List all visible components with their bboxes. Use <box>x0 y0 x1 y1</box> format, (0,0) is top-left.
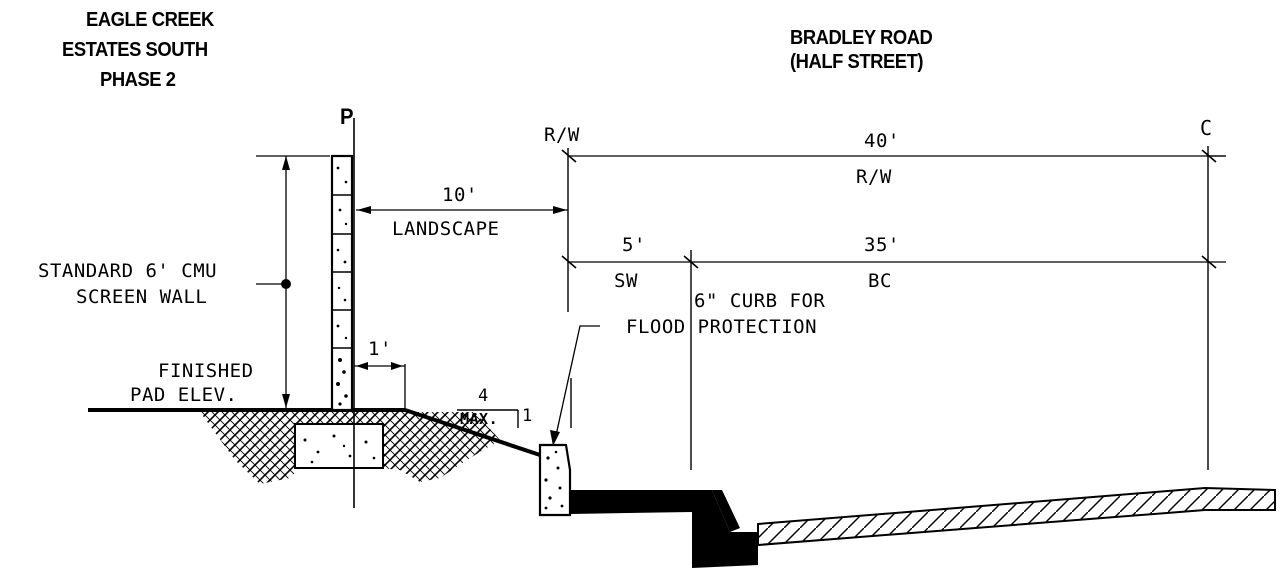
slope-rise: 4 <box>478 386 489 406</box>
title-left-line3: PHASE 2 <box>100 69 176 91</box>
curb-callout-line1: 6" CURB FOR <box>694 290 826 312</box>
landscape-dimension <box>356 206 568 214</box>
cmu-wall <box>330 154 354 412</box>
landscape-label: LANDSCAPE <box>392 218 500 240</box>
row-dimension <box>561 146 1226 470</box>
row-width-label: 40' <box>864 130 900 152</box>
wall-height-dimension <box>256 155 330 408</box>
pavement <box>757 486 1276 547</box>
property-line-marker: P <box>340 104 354 129</box>
wall-footing <box>294 423 384 469</box>
sidewalk-width-label: 5' <box>622 234 646 256</box>
row-marker: R/W <box>544 124 580 146</box>
slope-run: 1 <box>522 406 533 426</box>
pad-callout-line2: PAD ELEV. <box>130 384 238 406</box>
wall-callout-line2: SCREEN WALL <box>76 286 208 308</box>
wall-callout-line1: STANDARD 6' CMU <box>38 260 218 282</box>
slope-max-label: MAX. <box>460 410 499 428</box>
sidewalk-and-gutter <box>570 490 758 568</box>
pad-callout-line1: FINISHED <box>158 360 254 382</box>
centerline-marker: C <box>1200 116 1213 140</box>
landscape-width-label: 10' <box>442 184 478 206</box>
curb-callout-leader <box>550 325 600 446</box>
bc-width-label: 35' <box>864 234 900 256</box>
curb-callout-line2: FLOOD PROTECTION <box>626 316 818 338</box>
title-left-line1: EAGLE CREEK <box>86 9 214 31</box>
sidewalk-label: SW <box>614 270 638 292</box>
title-left-line2: ESTATES SOUTH <box>62 39 208 61</box>
sw-bc-dimension <box>561 250 1226 470</box>
curb <box>538 443 572 517</box>
title-right-line1: BRADLEY ROAD <box>790 27 933 49</box>
bc-label: BC <box>868 270 892 292</box>
offset-width-label: 1' <box>368 338 392 360</box>
offset-dimension <box>354 362 406 408</box>
row-label: R/W <box>856 166 892 188</box>
title-right-line2: (HALF STREET) <box>790 51 924 73</box>
slope-indicator <box>457 409 519 428</box>
